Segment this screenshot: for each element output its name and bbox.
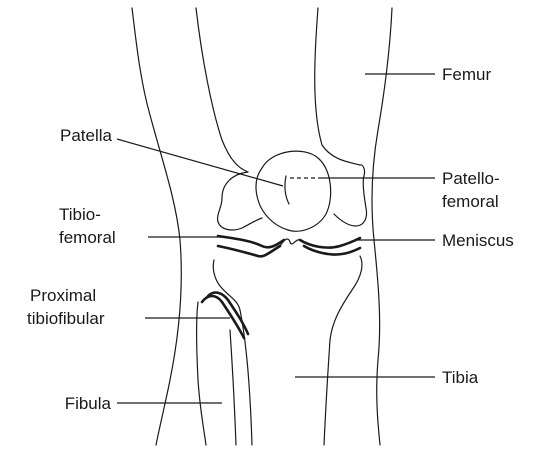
label-tibiofemoral-line2: femoral xyxy=(59,228,116,247)
femur-shaft-left xyxy=(196,8,248,172)
label-patella: Patella xyxy=(60,126,113,145)
label-proximal-tibiofibular-line1: Proximal xyxy=(30,286,96,305)
label-femur: Femur xyxy=(442,65,491,84)
femur-condyles xyxy=(218,165,367,230)
patella-facet-line xyxy=(285,176,289,204)
fibula-head xyxy=(197,302,207,445)
label-patellofemoral-line2: femoral xyxy=(442,192,499,211)
label-patellofemoral-line1: Patello- xyxy=(442,169,500,188)
patella-bone xyxy=(256,151,331,231)
label-proximal-tibiofibular-line2: tibiofibular xyxy=(27,309,105,328)
femur-shaft-right xyxy=(315,8,360,165)
tibiofemoral-joint-line xyxy=(218,236,284,247)
patella-leader xyxy=(117,139,283,186)
left-leg-outline xyxy=(132,8,181,445)
label-tibiofemoral-line1: Tibio- xyxy=(59,205,101,224)
label-meniscus: Meniscus xyxy=(442,231,514,250)
tibiofemoral-joint-line-right xyxy=(300,238,360,248)
label-fibula: Fibula xyxy=(65,394,112,413)
tibia-plateau xyxy=(213,256,362,340)
label-tibia: Tibia xyxy=(442,368,479,387)
fibula-shaft xyxy=(230,330,236,445)
